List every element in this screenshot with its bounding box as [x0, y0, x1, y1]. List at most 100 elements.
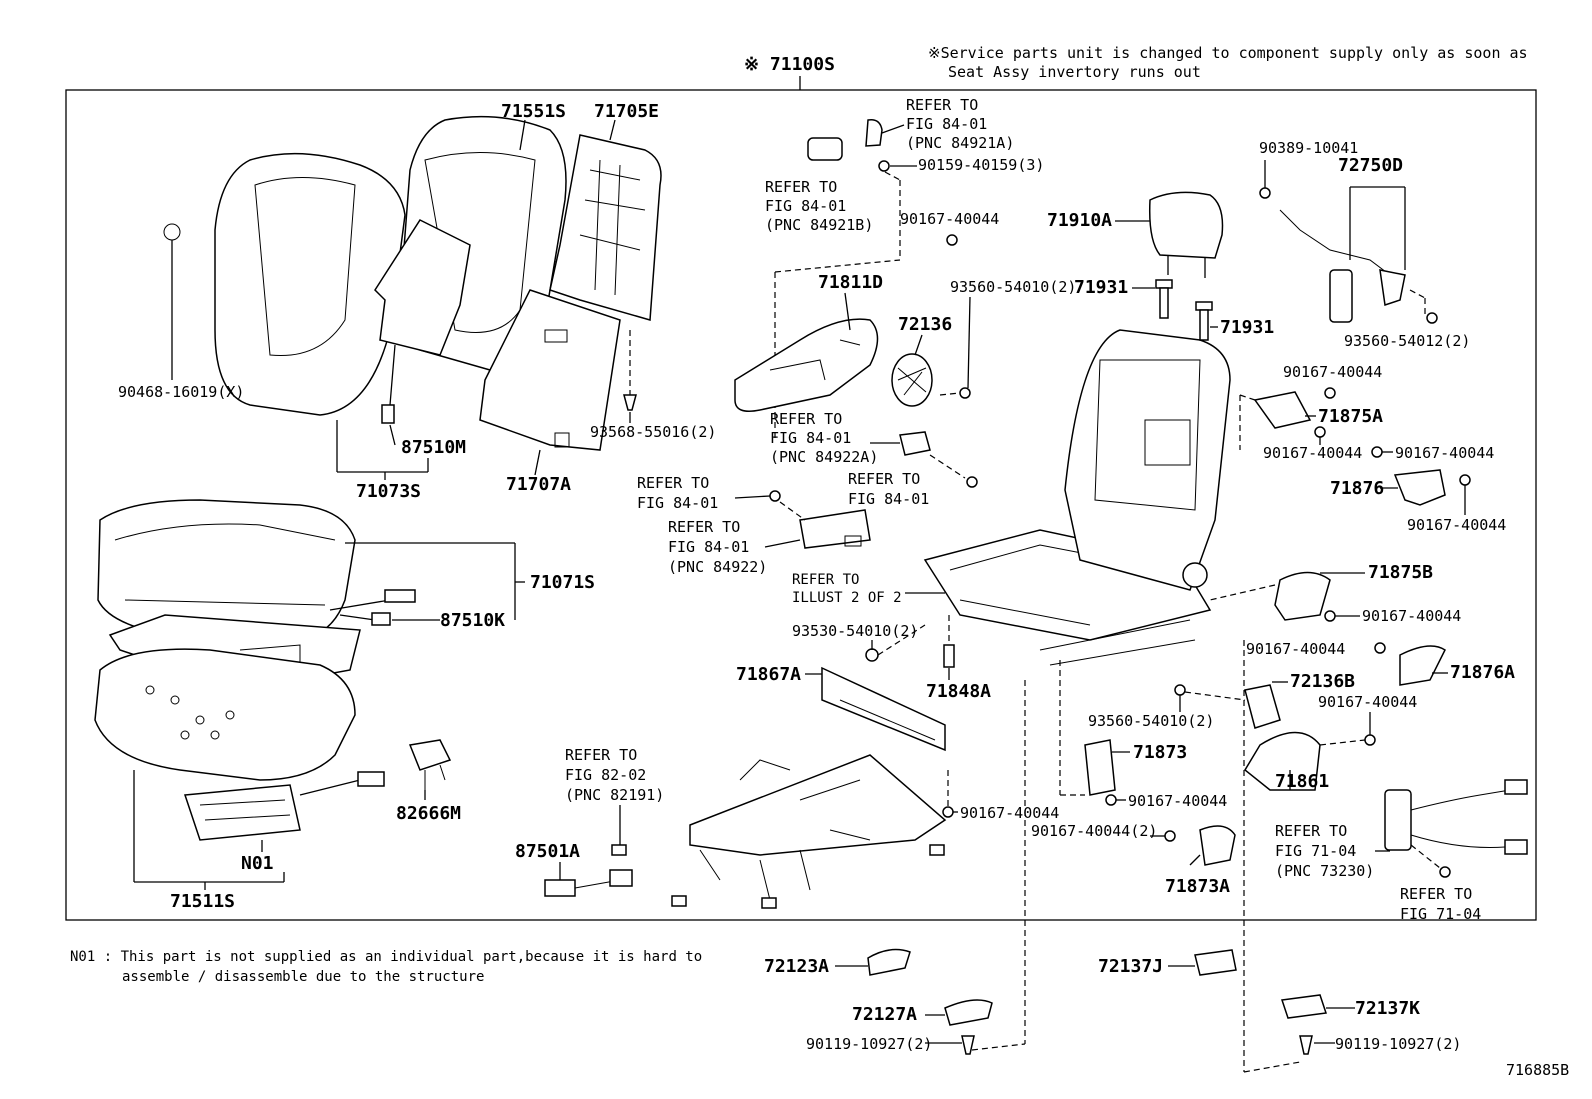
seat-cushion-pad [94, 648, 356, 781]
ref-84922-l1[interactable]: REFER TO [668, 518, 740, 536]
part-90167-40044-g[interactable]: 90167-40044 [1246, 640, 1345, 658]
headrest-guide-a [1155, 279, 1173, 319]
part-72136B[interactable]: 72136B [1290, 671, 1355, 692]
diagram-frame [65, 89, 1537, 921]
part-71910A[interactable]: 71910A [1047, 210, 1112, 231]
ref-fig84-a-l2[interactable]: FIG 84-01 [848, 490, 929, 508]
part-90167-40044-j[interactable]: 90167-40044(2) [1031, 822, 1157, 840]
part-82666M[interactable]: 82666M [396, 803, 461, 824]
cap-72137J [1194, 949, 1237, 976]
screw-90119-b-icon [1299, 1035, 1313, 1055]
part-71861[interactable]: 71861 [1275, 771, 1329, 792]
part-90167-40044-h[interactable]: 90167-40044 [1318, 693, 1417, 711]
part-93560-54010-c[interactable]: 93560-54010(2) [1088, 712, 1214, 730]
part-93530-54010[interactable]: 93530-54010(2) [792, 622, 918, 640]
ref-73230-l2[interactable]: FIG 71-04 [1275, 842, 1356, 860]
ref-73230-l1[interactable]: REFER TO [1275, 822, 1347, 840]
part-90389-10041[interactable]: 90389-10041 [1259, 139, 1358, 157]
ref-84922A-l2[interactable]: FIG 84-01 [770, 429, 851, 447]
part-71876A[interactable]: 71876A [1450, 662, 1515, 683]
ref-fig84-a-l1[interactable]: REFER TO [848, 470, 920, 488]
service-note-line2: Seat Assy invertory runs out [948, 63, 1201, 81]
part-72750D[interactable]: 72750D [1338, 155, 1403, 176]
recliner-cover-71861 [1244, 731, 1321, 791]
part-90468-16019[interactable]: 90468-16019(X) [118, 383, 244, 401]
part-71875A[interactable]: 71875A [1318, 406, 1383, 427]
ref-84922A-l1[interactable]: REFER TO [770, 410, 842, 428]
part-87510M[interactable]: 87510M [401, 437, 466, 458]
part-72123A[interactable]: 72123A [764, 956, 829, 977]
footnote-line1: N01 : This part is not supplied as an in… [70, 949, 702, 965]
part-72137J[interactable]: 72137J [1098, 956, 1163, 977]
part-71873A[interactable]: 71873A [1165, 876, 1230, 897]
ref-84922A-l3[interactable]: (PNC 84922A) [770, 448, 878, 466]
headrest [1148, 191, 1224, 278]
connector-87501A-icon [544, 862, 633, 897]
part-71071S[interactable]: 71071S [530, 572, 595, 593]
part-90119-10927-a[interactable]: 90119-10927(2) [806, 1035, 932, 1053]
ref-fig71-l2[interactable]: FIG 71-04 [1400, 905, 1481, 923]
ref-fig71-l1[interactable]: REFER TO [1400, 885, 1472, 903]
occupant-sensor-connector [408, 739, 452, 790]
ref-84922-l3[interactable]: (PNC 84922) [668, 558, 767, 576]
ref-84921A-l3[interactable]: (PNC 84921A) [906, 134, 1014, 152]
ref-84921A-l1[interactable]: REFER TO [906, 96, 978, 114]
screw-93568-icon [623, 330, 637, 411]
part-90167-40044-i[interactable]: 90167-40044 [1128, 792, 1227, 810]
part-71073S[interactable]: 71073S [356, 481, 421, 502]
part-72136[interactable]: 72136 [898, 314, 952, 335]
ref-84921B-l1[interactable]: REFER TO [765, 178, 837, 196]
part-71875B[interactable]: 71875B [1368, 562, 1433, 583]
part-71511S[interactable]: 71511S [170, 891, 235, 912]
ref-82191-l1[interactable]: REFER TO [565, 746, 637, 764]
bracket-71875A [1253, 391, 1312, 429]
part-71867A[interactable]: 71867A [736, 664, 801, 685]
part-90159-40159[interactable]: 90159-40159(3) [918, 156, 1044, 174]
part-90167-40044-e[interactable]: 90167-40044 [1407, 516, 1506, 534]
cap-72123A [867, 948, 911, 976]
ref-84921A-l2[interactable]: FIG 84-01 [906, 115, 987, 133]
ref-82191-l3[interactable]: (PNC 82191) [565, 786, 664, 804]
back-heater-element [374, 219, 471, 424]
part-72127A[interactable]: 72127A [852, 1004, 917, 1025]
ref-84921B-l2[interactable]: FIG 84-01 [765, 197, 846, 215]
part-90167-40044-b[interactable]: 90167-40044 [1283, 363, 1382, 381]
part-71551S[interactable]: 71551S [501, 101, 566, 122]
ref-82191-l2[interactable]: FIG 82-02 [565, 766, 646, 784]
part-90167-40044-c[interactable]: 90167-40044 [1263, 444, 1362, 462]
part-71931-b[interactable]: 71931 [1220, 317, 1274, 338]
ref-73230-l3[interactable]: (PNC 73230) [1275, 862, 1374, 880]
part-71876[interactable]: 71876 [1330, 478, 1384, 499]
bolt-71848A-icon [943, 615, 955, 668]
part-71848A[interactable]: 71848A [926, 681, 991, 702]
ref-84922-l2[interactable]: FIG 84-01 [668, 538, 749, 556]
label-N01[interactable]: N01 [241, 853, 274, 874]
part-90167-40044-l[interactable]: 90167-40044 [960, 804, 1059, 822]
ref-illust-l1[interactable]: REFER TO [792, 572, 859, 588]
part-72137K[interactable]: 72137K [1355, 998, 1420, 1019]
part-87510K[interactable]: 87510K [440, 610, 505, 631]
part-71873[interactable]: 71873 [1133, 742, 1187, 763]
part-90119-10927-b[interactable]: 90119-10927(2) [1335, 1035, 1461, 1053]
recliner-cover-72136B [1244, 684, 1281, 729]
part-90167-40044-f[interactable]: 90167-40044 [1362, 607, 1461, 625]
part-71931-a[interactable]: 71931 [1074, 277, 1128, 298]
part-71811D[interactable]: 71811D [818, 272, 883, 293]
part-93568-55016[interactable]: 93568-55016(2) [590, 423, 716, 441]
part-90167-40044-d[interactable]: 90167-40044 [1395, 444, 1494, 462]
seat-back-cover [214, 152, 406, 416]
part-93560-54012[interactable]: 93560-54012(2) [1344, 332, 1470, 350]
ref-84921B-l3[interactable]: (PNC 84921B) [765, 216, 873, 234]
ref-illust-l2[interactable]: ILLUST 2 OF 2 [792, 590, 902, 606]
part-93560-54010-a[interactable]: 93560-54010(2) [950, 278, 1076, 296]
ref-fig84-b-l2[interactable]: FIG 84-01 [637, 494, 718, 512]
part-90167-40044-a[interactable]: 90167-40044 [900, 210, 999, 228]
cover-71875B [1274, 571, 1331, 621]
part-71705E[interactable]: 71705E [594, 101, 659, 122]
ref-fig84-b-l1[interactable]: REFER TO [637, 474, 709, 492]
part-87501A[interactable]: 87501A [515, 841, 580, 862]
seat-frame [923, 329, 1231, 666]
service-note-line1: ※Service parts unit is changed to compon… [928, 44, 1528, 62]
part-71707A[interactable]: 71707A [506, 474, 571, 495]
